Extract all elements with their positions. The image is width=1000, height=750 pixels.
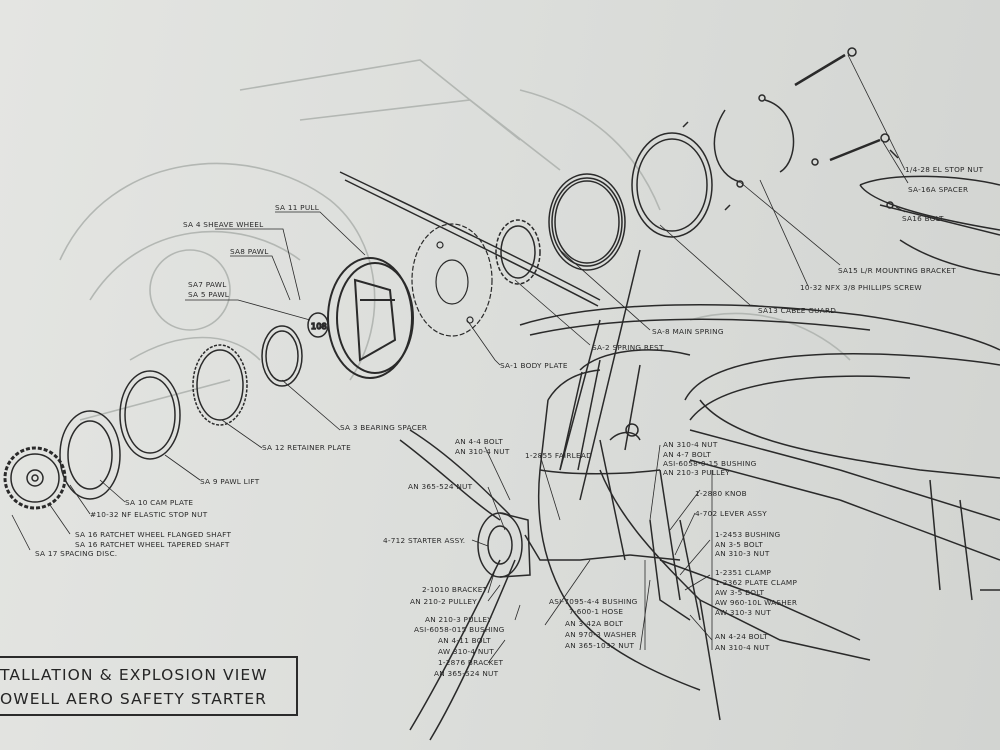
label-sa16a: SA-16A SPACER	[908, 185, 968, 194]
fuselage-top-longeron	[339, 171, 601, 301]
label-clamp-1-2351: 1-2351 CLAMP	[715, 568, 772, 577]
tailplane	[859, 175, 1000, 186]
label-elastic-stop-nut: #10-32 NF ELASTIC STOP NUT	[90, 510, 208, 519]
title-block: TALLATION & EXPLOSION VIEW OWELL AERO SA…	[0, 656, 298, 716]
svg-text:108: 108	[311, 322, 327, 331]
ratchet-wheel	[3, 446, 67, 510]
label-an210-2-pulley: AN 210-2 PULLEY	[410, 597, 477, 606]
label-starter-assy: 4-712 STARTER ASSY.	[383, 536, 465, 545]
background-ghost-drawing	[59, 59, 851, 421]
label-stop-nut-28: 1/4-28 EL STOP NUT	[905, 165, 984, 174]
label-knob-1-2880: 1-2880 KNOB	[695, 489, 747, 498]
label-sa4-sheave-wheel: SA 4 SHEAVE WHEEL	[183, 220, 264, 229]
label-aw310-4-nut: AW 310-4 NUT	[438, 647, 494, 656]
cam-plate	[59, 410, 121, 500]
label-sa9-pawl-lift: SA 9 PAWL LIFT	[200, 477, 260, 486]
label-fairlead: 1-2855 FAIRLEAD	[525, 451, 592, 460]
label-hose-7-600-1: 7-600-1 HOSE	[569, 607, 623, 616]
label-sa17-spacing-disc: SA 17 SPACING DISC.	[35, 549, 117, 558]
mounting-brackets	[713, 94, 795, 188]
label-an210-3-pulley-a: AN 210-3 PULLEY	[425, 615, 492, 624]
label-sa13-cable-guard: SA13 CABLE GUARD	[758, 306, 836, 315]
label-phillips-screw: 10-32 NFX 3/8 PHILLIPS SCREW	[800, 283, 922, 292]
label-bushing-asi6058-b: ASI-6058-0-15 BUSHING	[663, 459, 757, 468]
label-lever-assy: 4-702 LEVER ASSY	[695, 509, 767, 518]
label-plate-clamp: 1-2362 PLATE CLAMP	[715, 578, 797, 587]
body-plate	[411, 223, 493, 337]
label-sa3-bearing-spacer: SA 3 BEARING SPACER	[340, 423, 427, 432]
label-bushing-1-2453: 1-2453 BUSHING	[715, 530, 780, 539]
label-an4-4-bolt: AN 4-4 BOLT	[455, 437, 503, 446]
exploded-parts: 108	[3, 47, 899, 510]
label-sa7-pawl: SA7 PAWL	[188, 280, 227, 289]
label-bracket-2-1010: 2-1010 BRACKET	[422, 585, 488, 594]
title-line-2: OWELL AERO SAFETY STARTER	[0, 690, 267, 708]
sheave-wheel	[327, 257, 414, 379]
wing-leading-edge	[519, 304, 1000, 351]
label-sa16-bolt: SA16 BOLT	[902, 214, 944, 223]
bearing-spacer	[261, 325, 303, 387]
label-sa8-main-spring: SA-8 MAIN SPRING	[652, 327, 724, 336]
label-sa1-body-plate: SA-1 BODY PLATE	[500, 361, 568, 370]
label-sa12-retainer-plate: SA 12 RETAINER PLATE	[262, 443, 351, 452]
propeller-blade-upper	[399, 439, 501, 521]
wing-fillet	[684, 353, 1000, 401]
label-aw310-3-nut: AW 310-3 NUT	[715, 608, 771, 617]
label-an310-4-nut-c: AN 310-4 NUT	[715, 643, 770, 652]
label-an4-11-bolt: AN 4-11 BOLT	[438, 636, 491, 645]
label-sa8-pawl: SA8 PAWL	[230, 247, 269, 256]
label-bracket-1-2876: 1-2876 BRACKET	[438, 658, 504, 667]
cowl-front	[537, 399, 561, 591]
label-aw3-5-bolt: AW 3-5 BOLT	[715, 588, 765, 597]
label-an310-3-nut: AN 310-3 NUT	[715, 549, 770, 558]
label-an210-3-pulley-b: AN 210-3 PULLEY	[663, 468, 730, 477]
windshield-frame	[579, 349, 691, 371]
label-an310-4-nut-a: AN 310-4 NUT	[455, 447, 510, 456]
leader-lines	[11, 54, 909, 664]
title-line-1: TALLATION & EXPLOSION VIEW	[0, 666, 268, 684]
cable-guard	[631, 132, 713, 238]
label-an310-4-nut-b: AN 310-4 NUT	[663, 440, 718, 449]
retainer-plate	[192, 344, 248, 426]
label-sa5-pawl: SA 5 PAWL	[188, 290, 230, 299]
label-an365-524-nut-a: AN 365-524 NUT	[408, 482, 473, 491]
label-an4-7-bolt: AN 4-7 BOLT	[663, 450, 711, 459]
pawl-lift	[119, 370, 181, 460]
spring-rest	[495, 219, 541, 285]
callout-labels: SA 11 PULL SA 4 SHEAVE WHEEL SA8 PAWL SA…	[35, 165, 984, 678]
label-sa10-cam-plate: SA 10 CAM PLATE	[125, 498, 193, 507]
label-an970-3-washer: AN 970-3 WASHER	[565, 630, 637, 639]
label-bushing-asi7095: ASI-7095-4-4 BUSHING	[549, 597, 638, 606]
label-bushing-asi6058: ASI-6058-015 BUSHING	[414, 625, 505, 634]
label-an365-1032-nut: AN 365-1032 NUT	[565, 641, 635, 650]
label-sa16-flanged: SA 16 RATCHET WHEEL FLANGED SHAFT	[75, 530, 231, 539]
label-sa15-mounting-bracket: SA15 L/R MOUNTING BRACKET	[838, 266, 956, 275]
label-an3-5-bolt: AN 3-5 BOLT	[715, 540, 763, 549]
label-an4-24-bolt: AN 4-24 BOLT	[715, 632, 768, 641]
starter-cable	[524, 534, 631, 561]
label-sa16-tapered: SA 16 RATCHET WHEEL TAPERED SHAFT	[75, 540, 230, 549]
label-sa2-spring-rest: SA-2 SPRING REST	[592, 343, 664, 352]
pawls: 108	[307, 312, 329, 338]
label-an3-42a-bolt: AN 3-42A BOLT	[565, 619, 623, 628]
main-spring	[548, 173, 626, 271]
label-aw960-10l-washer: AW 960-10L WASHER	[715, 598, 797, 607]
label-sa11-pull: SA 11 PULL	[275, 203, 320, 212]
label-an365-524-nut-b: AN 365-524 NUT	[434, 669, 499, 678]
fuselage-and-wing	[339, 171, 1000, 741]
small-hardware	[682, 47, 899, 211]
propeller-blade-lower	[409, 559, 501, 731]
